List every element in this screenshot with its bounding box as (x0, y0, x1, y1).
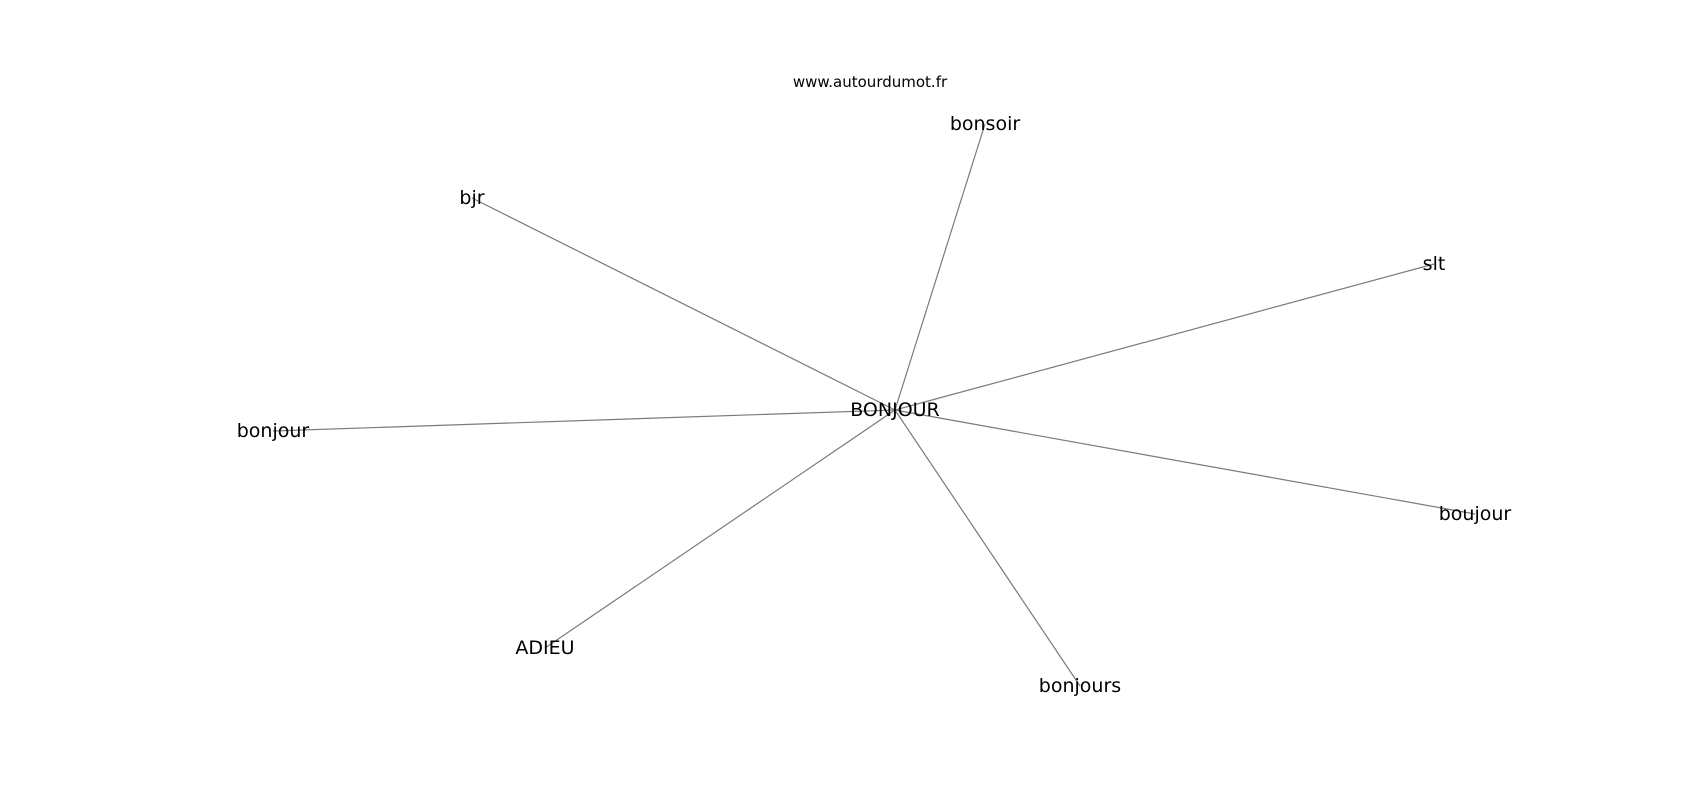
edge-bonjour-adieu (544, 409, 896, 649)
node-label-center[interactable]: BONJOUR (850, 399, 940, 421)
edge-bonjour-bonjours (894, 409, 1081, 687)
node-label-bonjour-3[interactable]: bonjour (237, 420, 310, 442)
node-label-bonjours-6[interactable]: bonjours (1039, 675, 1121, 697)
edges-group (272, 123, 1476, 687)
node-label-bonsoir-0[interactable]: bonsoir (950, 113, 1021, 135)
edge-bonjour-bonsoir (894, 123, 986, 411)
node-label-slt-2[interactable]: slt (1423, 253, 1446, 275)
edge-bonjour-boujour (894, 409, 1476, 515)
edge-bonjour-bjr (471, 197, 896, 411)
edge-bonjour-slt (894, 263, 1435, 411)
edge-bonjour-bonjour (272, 409, 896, 432)
node-label-boujour-4[interactable]: boujour (1439, 503, 1512, 525)
node-label-adieu-5[interactable]: ADIEU (515, 637, 574, 659)
node-label-bjr-1[interactable]: bjr (459, 187, 484, 209)
site-url-label: www.autourdumot.fr (792, 73, 948, 91)
